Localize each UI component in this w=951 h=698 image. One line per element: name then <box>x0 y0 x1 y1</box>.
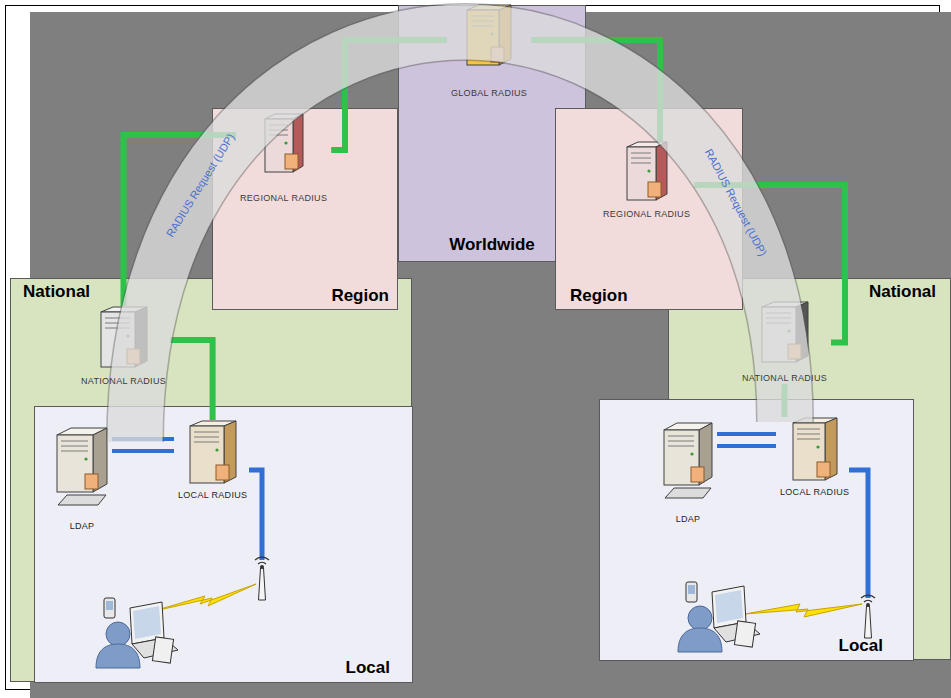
zone-label: Region <box>570 286 628 306</box>
zone-box: Local LDAP LOCAL RADIUS <box>34 406 413 683</box>
user-devices <box>96 598 178 668</box>
antenna-symbol <box>255 557 269 600</box>
zone-label-holder: Region <box>331 286 389 306</box>
server-icon <box>189 420 237 484</box>
arch-label: RADIUS Request (UDP) <box>163 132 237 240</box>
server-label: NATIONAL RADIUS <box>742 373 827 384</box>
link-line <box>717 434 776 446</box>
ap-wire <box>249 470 262 560</box>
wireless-bolt <box>150 584 256 612</box>
antenna-symbol <box>861 595 875 638</box>
ap-wire <box>849 470 868 598</box>
server-node: LDAP <box>659 422 717 525</box>
server-label: NATIONAL RADIUS <box>81 376 166 387</box>
zone-label: Local <box>346 658 390 678</box>
server-icon <box>663 422 713 500</box>
server-label: LOCAL RADIUS <box>780 487 849 498</box>
arch-label-holder: RADIUS Request (UDP) <box>702 146 769 257</box>
zone-label: Local <box>839 636 883 656</box>
wireless-bolt <box>745 604 862 617</box>
zone-label: National <box>869 282 936 302</box>
zone-label: Region <box>331 286 389 306</box>
zone-label: Worldwide <box>399 235 585 255</box>
zone-box: NationalNATIONAL RADIUS Local LDAP LOCAL RA… <box>668 278 951 660</box>
arch-label-holder: RADIUS Request (UDP) <box>163 132 237 240</box>
server-label: LOCAL RADIUS <box>178 490 247 501</box>
link-line <box>170 340 213 420</box>
zone-label-holder: Region <box>570 286 628 306</box>
zone-label-holder: Local <box>839 636 883 656</box>
zone-label-holder: Local <box>346 658 390 678</box>
server-label: REGIONAL RADIUS <box>603 209 690 220</box>
server-icon <box>56 427 108 507</box>
zone-label-holder: National <box>23 282 90 302</box>
server-label: REGIONAL RADIUS <box>240 193 327 204</box>
zone-label-holder: Worldwide <box>399 235 585 255</box>
server-icon <box>792 417 838 481</box>
server-node: LOCAL RADIUS <box>776 417 853 498</box>
request-arch <box>135 32 785 442</box>
server-label: LDAP <box>70 521 95 532</box>
zone-label: National <box>23 282 90 302</box>
server-node: LDAP <box>52 427 112 532</box>
arch-label: RADIUS Request (UDP) <box>702 146 769 257</box>
server-label: GLOBAL RADIUS <box>451 88 527 99</box>
server-node: LOCAL RADIUS <box>174 420 251 501</box>
zone-label-holder: National <box>869 282 936 302</box>
server-icon <box>626 141 668 201</box>
user-devices <box>678 582 760 652</box>
server-label: LDAP <box>676 514 701 525</box>
